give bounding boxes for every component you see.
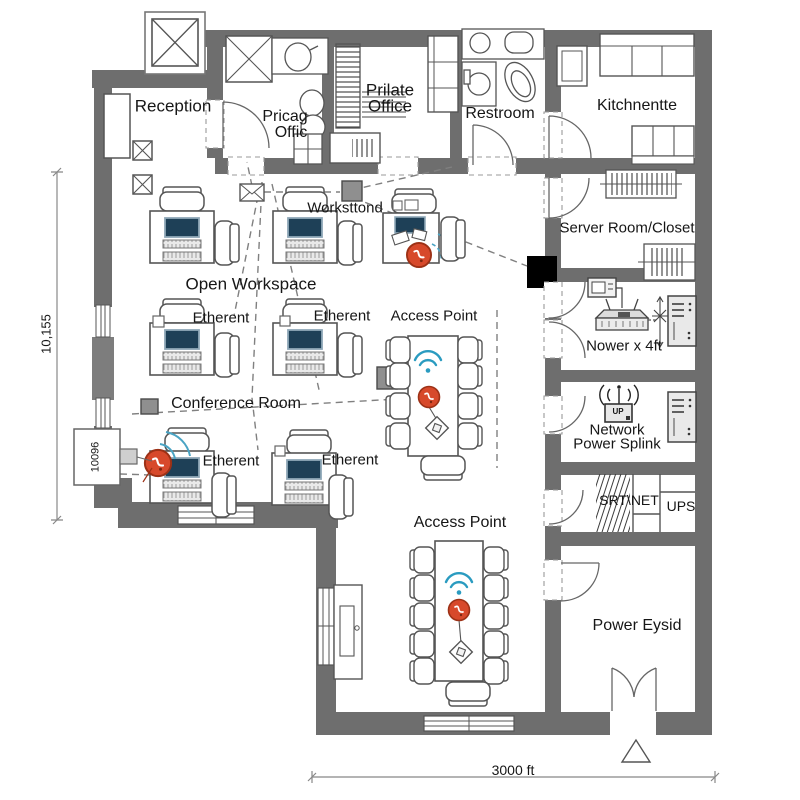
label-server-room: Server Room/Closet	[559, 219, 695, 237]
network-power-equipment	[599, 384, 697, 443]
label-ups: UPS	[666, 498, 696, 514]
label-up-device: UP	[612, 407, 624, 416]
label-reception: Reception	[134, 96, 212, 116]
access-point-device	[417, 385, 441, 409]
label-access-point-lower: Access Point	[413, 514, 507, 531]
signal-icon	[599, 384, 639, 406]
label-ethernet-4: Etherent	[321, 451, 379, 469]
paper	[391, 230, 410, 246]
desk-access-point	[142, 431, 191, 483]
annotation-box	[73, 428, 153, 486]
hatch-marks	[362, 90, 406, 118]
up-device-box	[604, 403, 633, 423]
access-point-device	[447, 598, 471, 622]
sofa	[427, 35, 459, 113]
bookshelf	[335, 43, 361, 129]
sofa-counter	[599, 33, 695, 77]
junction-box	[341, 180, 363, 202]
restroom-fixtures	[461, 28, 545, 107]
label-power-room: Power Eysid	[592, 617, 682, 634]
label-height-dimension: 10,155	[38, 314, 54, 354]
antenna-arrow	[652, 295, 668, 349]
double-door-left	[611, 667, 635, 711]
windows	[95, 304, 515, 732]
reception-furniture	[103, 93, 153, 195]
double-door-right	[633, 667, 657, 711]
junction-box	[140, 398, 159, 415]
small-office-fixtures	[225, 35, 329, 165]
label-restroom: Restroom	[465, 105, 535, 122]
label-server-cabinet: SRT\NET	[599, 492, 659, 508]
toilet	[284, 42, 312, 72]
cable-junction-envelope-icon	[239, 183, 265, 202]
wifi-arc	[159, 431, 191, 460]
paper	[411, 228, 428, 242]
workstation-desk	[272, 322, 338, 376]
stair-hatch	[596, 474, 630, 532]
label-ethernet-3: Etherent	[202, 452, 260, 470]
basin	[469, 32, 491, 54]
ups-closet	[596, 474, 695, 532]
reception-desk	[103, 93, 131, 159]
conference-table-upper	[385, 335, 483, 481]
door-gaps	[205, 99, 656, 736]
label-width-dimension: 3000 ft	[491, 762, 535, 778]
workstation-desk	[272, 210, 338, 264]
label-small-office-1: Pricag	[262, 108, 308, 125]
server-tower-icon	[667, 391, 697, 443]
label-router: Nower x 4ft	[586, 337, 662, 355]
elevator-shaft	[144, 11, 206, 75]
label-network-power-1: Network	[589, 421, 645, 439]
cable	[616, 287, 623, 308]
server-room-equipment	[600, 169, 696, 281]
tub-chair	[504, 61, 536, 103]
label-network-power-2: Power Splink	[573, 435, 661, 453]
doors	[222, 101, 657, 711]
server-tower-icon	[667, 295, 697, 347]
label-conference-room: Conference Room	[171, 395, 301, 412]
access-point-device	[405, 241, 433, 269]
router-equipment	[587, 277, 697, 349]
basin	[504, 31, 534, 54]
workstation-desk	[149, 322, 215, 376]
workstation-desk-with-ap	[382, 188, 466, 269]
workstation-desk	[149, 210, 215, 264]
label-access-point-upper: Access Point	[390, 307, 478, 325]
label-left-box: 10096	[89, 441, 102, 473]
label-open-workspace: Open Workspace	[185, 274, 317, 294]
conference-table-lower	[333, 540, 509, 707]
label-small-office-2: Offic	[274, 124, 308, 141]
workstations	[142, 186, 466, 520]
entrance-marker	[620, 738, 652, 763]
lower-counter	[631, 125, 695, 157]
kitchenette-furniture	[556, 33, 695, 165]
label-private-office-2: Office	[367, 96, 413, 116]
label-private-office-1: Prilate	[365, 80, 415, 100]
private-office-furniture	[329, 35, 459, 164]
cross-table	[294, 134, 322, 164]
router-icon	[594, 298, 650, 331]
dimension-lines	[51, 167, 720, 783]
label-ethernet-2: Etherent	[313, 307, 371, 325]
label-ethernet-1: Etherent	[192, 309, 250, 327]
label-workstation: Worksttond	[307, 199, 383, 217]
label-kitchenette: Kitchnentte	[596, 97, 678, 114]
